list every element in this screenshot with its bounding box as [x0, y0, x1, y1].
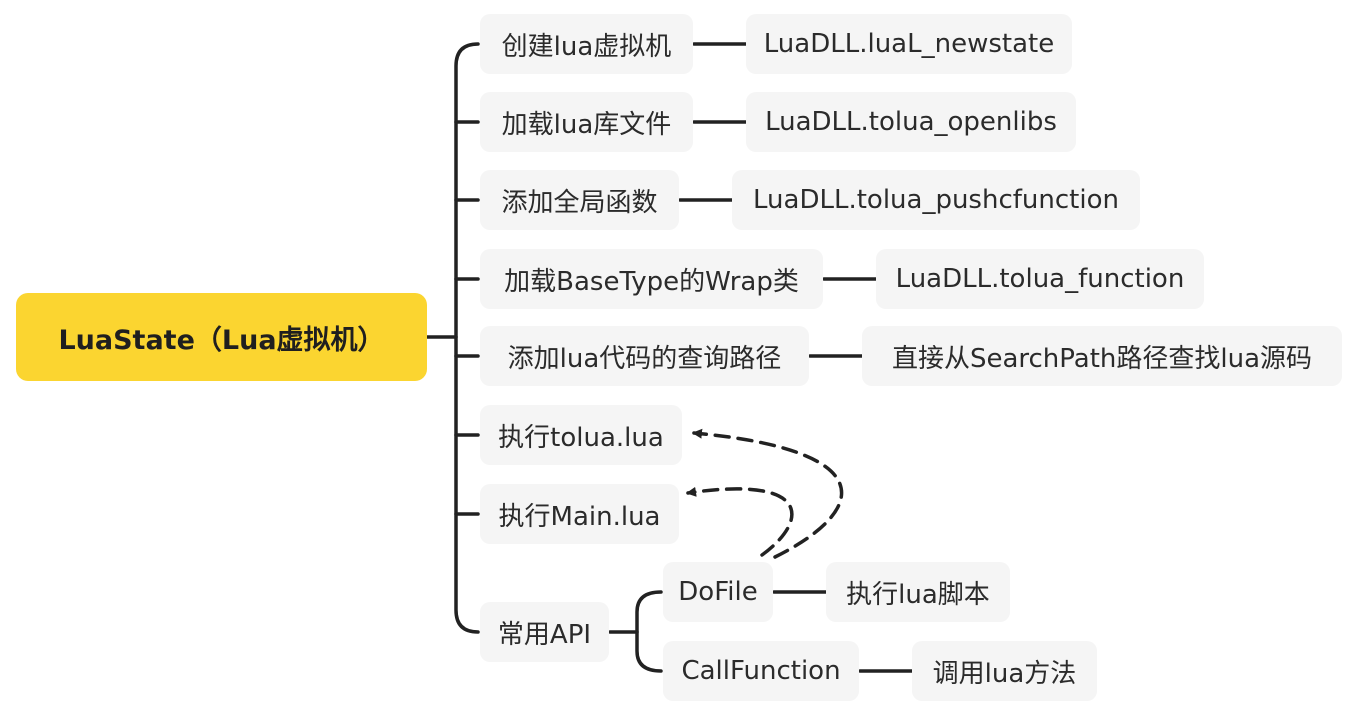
main-trunk	[454, 42, 480, 634]
step-load-libs[interactable]: 加载lua库文件	[480, 92, 693, 152]
detail-call-method[interactable]: 调用lua方法	[912, 641, 1097, 701]
step-common-api[interactable]: 常用API	[480, 602, 609, 662]
dofile-tolua-arrow	[692, 428, 844, 559]
detail-searchpath[interactable]: 直接从SearchPath路径查找lua源码	[862, 326, 1342, 386]
step-load-basetype-wrap[interactable]: 加载BaseType的Wrap类	[480, 249, 823, 309]
api-dofile[interactable]: DoFile	[663, 562, 773, 622]
step-create-vm[interactable]: 创建lua虚拟机	[480, 14, 693, 74]
step-add-search-path[interactable]: 添加lua代码的查询路径	[480, 326, 809, 386]
detail-pushcfunction[interactable]: LuaDLL.tolua_pushcfunction	[732, 170, 1140, 230]
detail-openlibs[interactable]: LuaDLL.tolua_openlibs	[746, 92, 1076, 152]
detail-newstate[interactable]: LuaDLL.luaL_newstate	[746, 14, 1072, 74]
detail-tolua-function[interactable]: LuaDLL.tolua_function	[876, 249, 1204, 309]
api-callfunction[interactable]: CallFunction	[663, 641, 859, 701]
step-run-main[interactable]: 执行Main.lua	[480, 484, 679, 544]
step-add-global-functions[interactable]: 添加全局函数	[480, 170, 679, 230]
dofile-main-arrow	[686, 486, 794, 557]
detail-run-script[interactable]: 执行lua脚本	[826, 562, 1010, 622]
root-node[interactable]: LuaState（Lua虚拟机）	[16, 293, 427, 381]
step-run-tolua[interactable]: 执行tolua.lua	[480, 405, 682, 465]
